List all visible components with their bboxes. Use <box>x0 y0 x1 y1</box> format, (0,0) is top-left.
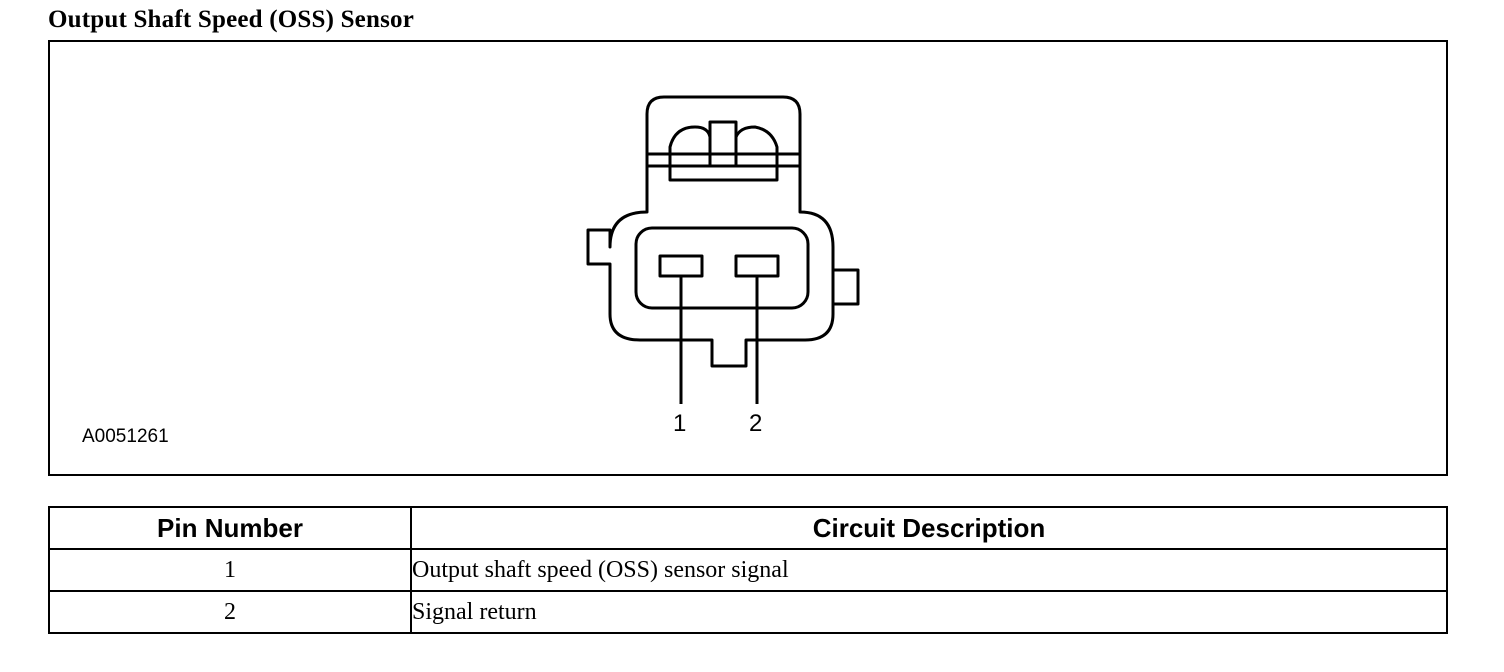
connector-body <box>586 202 860 368</box>
connector-diagram <box>586 95 860 404</box>
pin-2-terminal <box>734 254 780 278</box>
pin-table: Pin Number Circuit Description 1 Output … <box>48 506 1448 634</box>
page-title: Output Shaft Speed (OSS) Sensor <box>48 6 415 33</box>
table-row: 2 Signal return <box>48 590 1448 634</box>
figure-id: A0051261 <box>82 426 169 447</box>
connector-latch <box>645 95 802 210</box>
header-pin-number: Pin Number <box>48 506 412 550</box>
table-row: 1 Output shaft speed (OSS) sensor signal <box>48 548 1448 592</box>
circuit-description-cell: Signal return <box>410 590 1448 634</box>
pin-1-terminal <box>658 254 704 278</box>
circuit-description-cell: Output shaft speed (OSS) sensor signal <box>410 548 1448 592</box>
pin-number-cell: 1 <box>48 548 412 592</box>
release-tab <box>668 120 779 182</box>
pin-1-label: 1 <box>673 410 687 437</box>
pin-2-label: 2 <box>749 410 763 437</box>
terminal-cavity <box>634 226 810 310</box>
pin-number-cell: 2 <box>48 590 412 634</box>
table-header-row: Pin Number Circuit Description <box>48 506 1448 550</box>
header-circuit-description: Circuit Description <box>410 506 1448 550</box>
connector-figure: 1 2 A0051261 <box>48 40 1448 476</box>
